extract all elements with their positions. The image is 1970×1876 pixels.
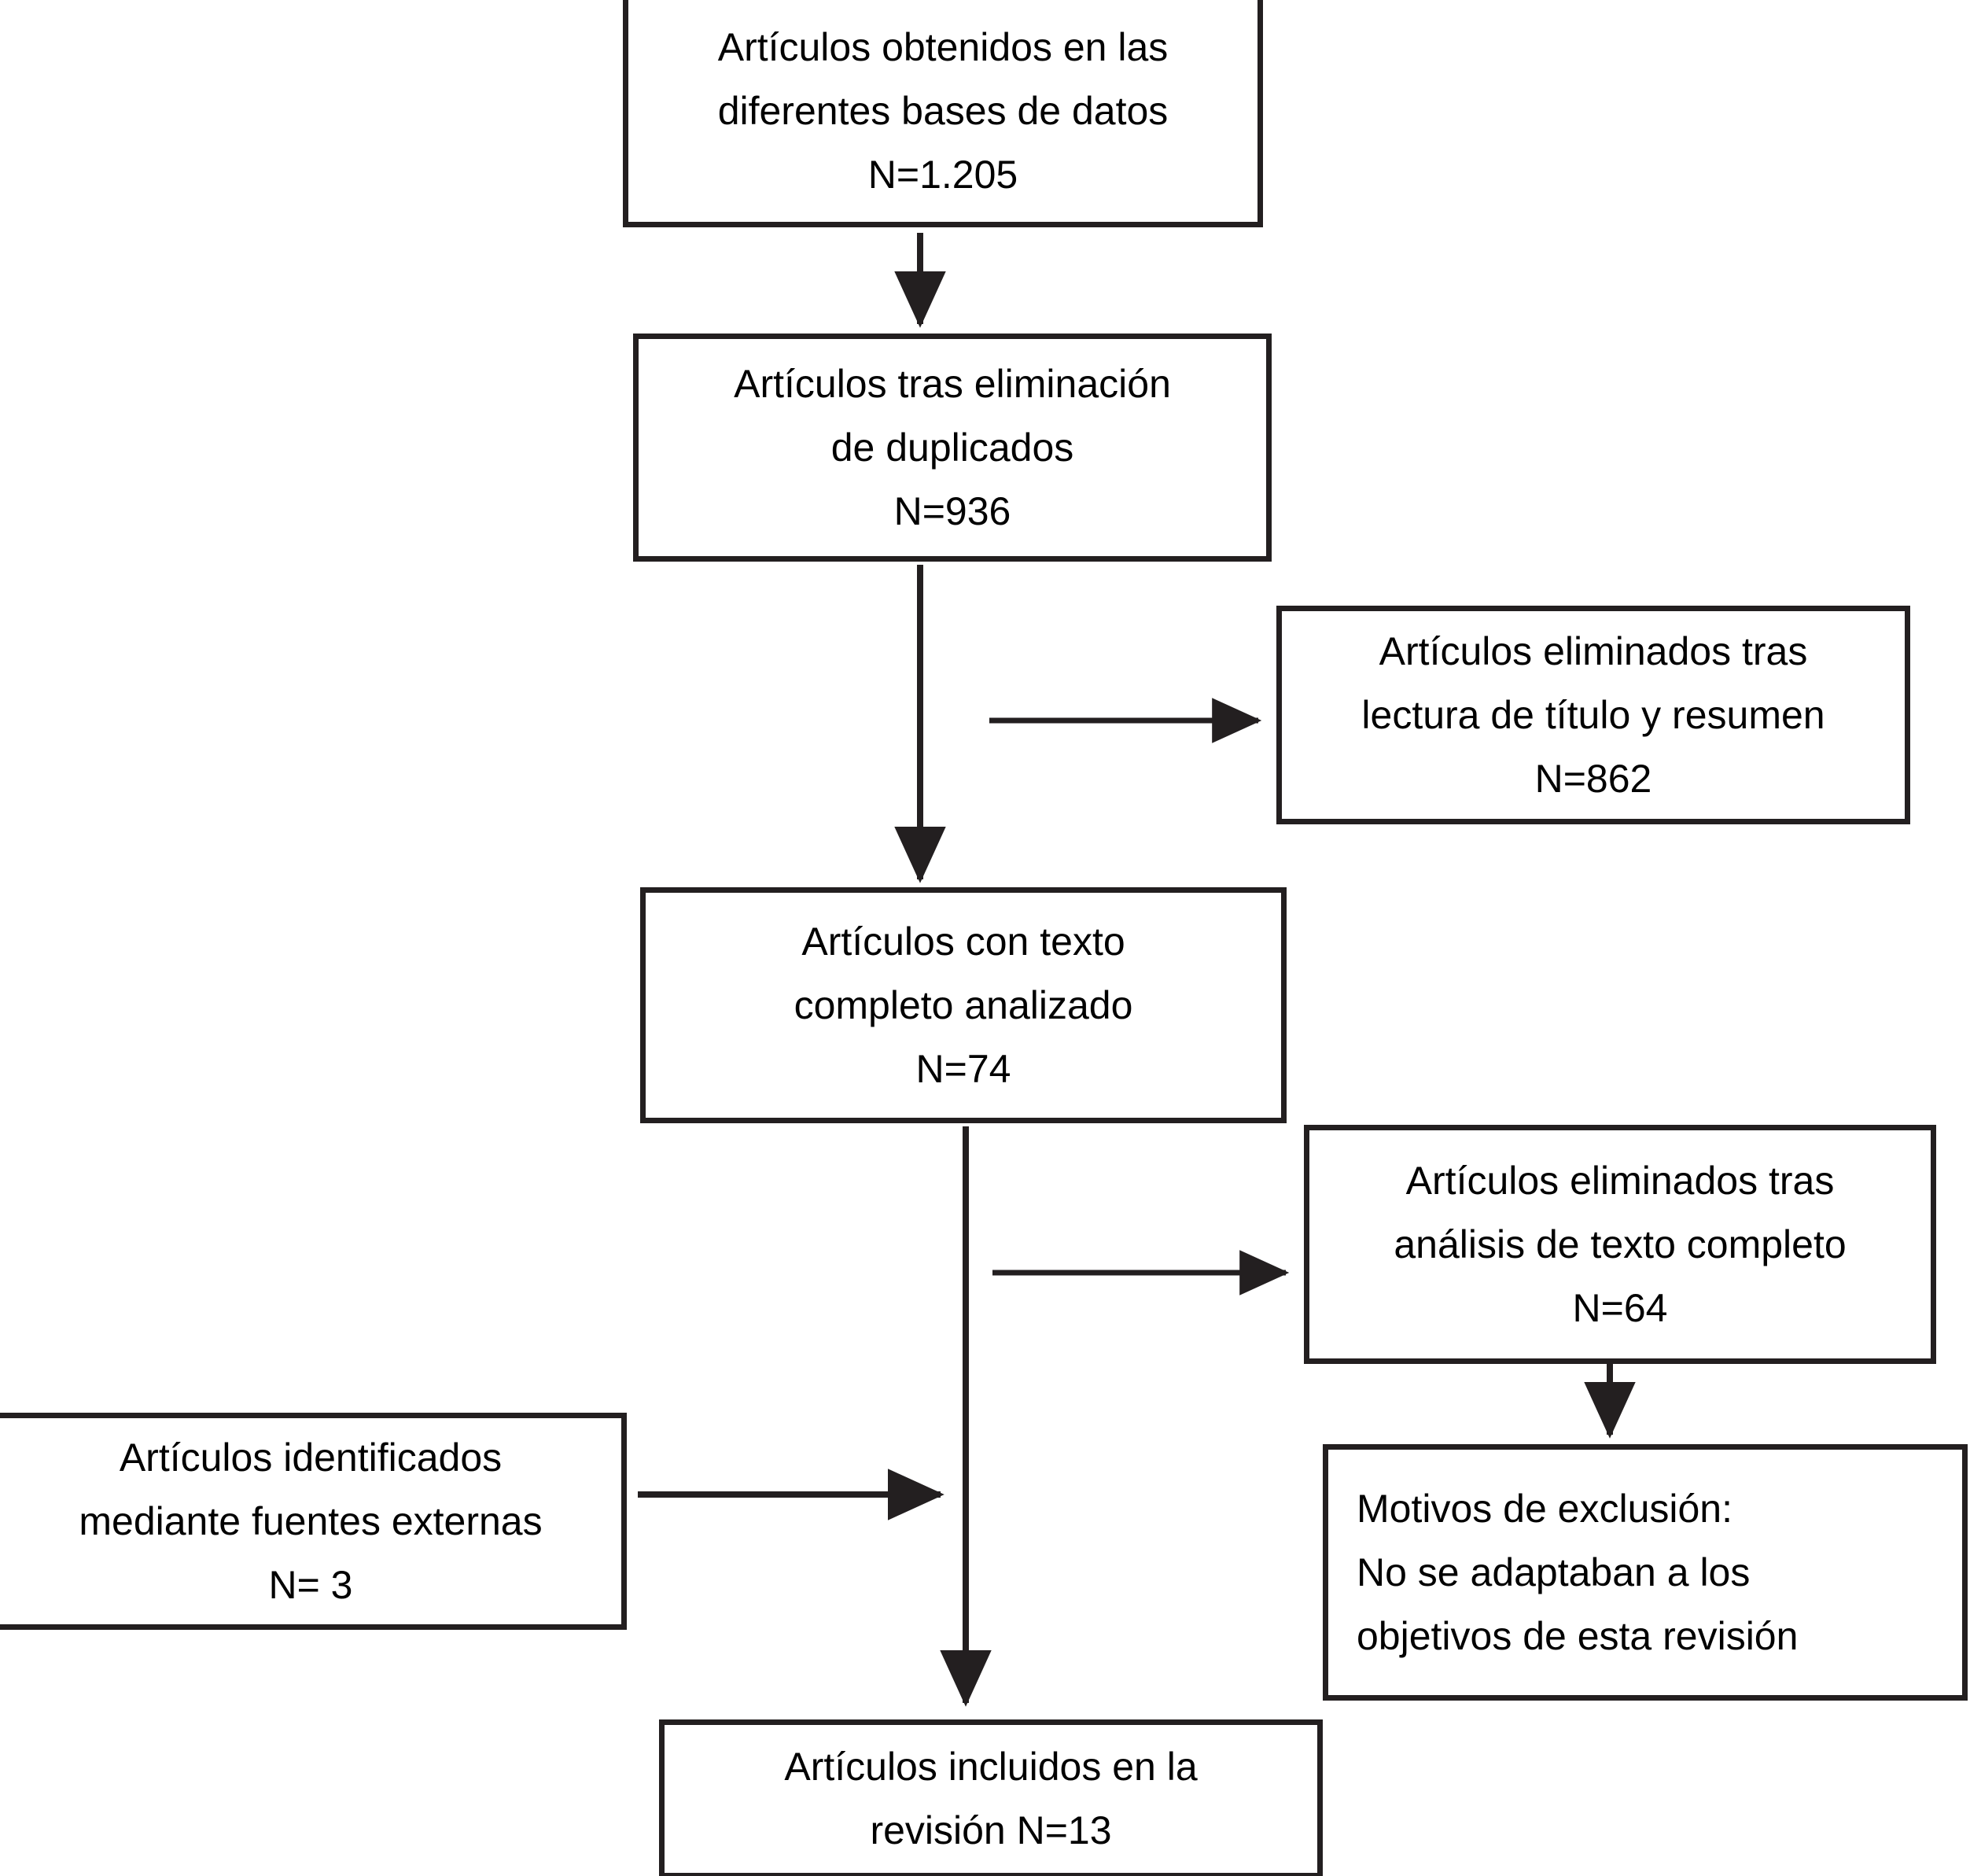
node-line: objetivos de esta revisión — [1357, 1613, 1799, 1658]
node-line: análisis de texto completo — [1394, 1222, 1847, 1266]
node-count: N=74 — [915, 1046, 1011, 1091]
node-records-after-duplicates: Artículos tras eliminación de duplicados… — [633, 334, 1272, 562]
node-excluded-fulltext: Artículos eliminados tras análisis de te… — [1304, 1125, 1936, 1364]
node-line: Artículos con texto — [801, 919, 1125, 964]
node-line: completo analizado — [794, 982, 1133, 1027]
node-count: N=64 — [1572, 1285, 1668, 1330]
node-count: N=862 — [1534, 756, 1652, 801]
node-line: mediante fuentes externas — [79, 1498, 543, 1543]
node-line: Motivos de exclusión: — [1357, 1486, 1733, 1531]
node-excluded-title-abstract: Artículos eliminados tras lectura de tít… — [1276, 606, 1910, 824]
node-records-identified: Artículos obtenidos en las diferentes ba… — [623, 0, 1263, 227]
node-line: de duplicados — [830, 425, 1074, 470]
node-line: lectura de título y resumen — [1361, 692, 1825, 737]
node-line: Artículos eliminados tras — [1405, 1158, 1835, 1203]
node-exclusion-reasons: Motivos de exclusión: No se adaptaban a … — [1323, 1444, 1968, 1701]
node-line: Artículos obtenidos en las — [717, 24, 1169, 69]
node-line: Artículos eliminados tras — [1379, 628, 1808, 673]
node-external-sources: Artículos identificados mediante fuentes… — [0, 1413, 627, 1630]
node-line: Artículos incluidos en la — [784, 1745, 1198, 1789]
node-count: N=936 — [893, 488, 1011, 533]
node-studies-included: Artículos incluidos en la revisión N=13 — [659, 1719, 1323, 1876]
node-line: diferentes bases de datos — [717, 88, 1169, 133]
node-fulltext-assessed: Artículos con texto completo analizado N… — [640, 887, 1287, 1123]
node-line: Artículos tras eliminación — [734, 361, 1171, 406]
node-line: Artículos identificados — [119, 1435, 503, 1480]
node-count: revisión N=13 — [870, 1808, 1112, 1852]
node-line: No se adaptaban a los — [1357, 1550, 1751, 1594]
node-count: N= 3 — [268, 1562, 353, 1607]
node-count: N=1.205 — [867, 152, 1018, 197]
